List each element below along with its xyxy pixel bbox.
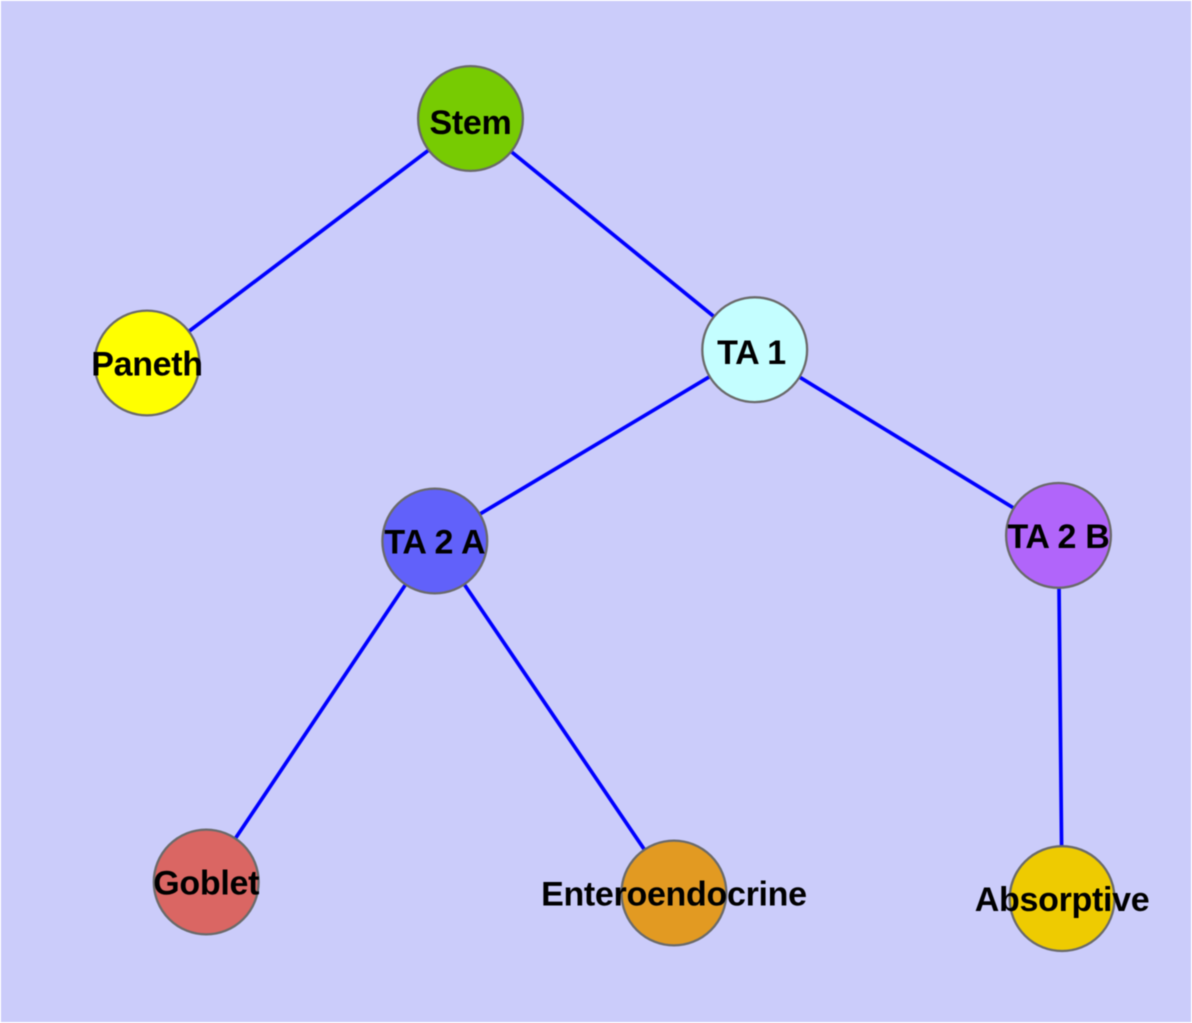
svg-text:Stem: Stem [430,104,512,142]
svg-text:Paneth: Paneth [91,346,203,384]
svg-text:Absorptive: Absorptive [975,881,1150,919]
svg-text:Enteroendocrine: Enteroendocrine [541,876,807,914]
svg-text:TA 2 B: TA 2 B [1007,518,1109,556]
svg-text:Goblet: Goblet [153,865,259,903]
svg-text:TA 2 A: TA 2 A [384,524,485,562]
svg-text:TA 1: TA 1 [717,334,786,372]
